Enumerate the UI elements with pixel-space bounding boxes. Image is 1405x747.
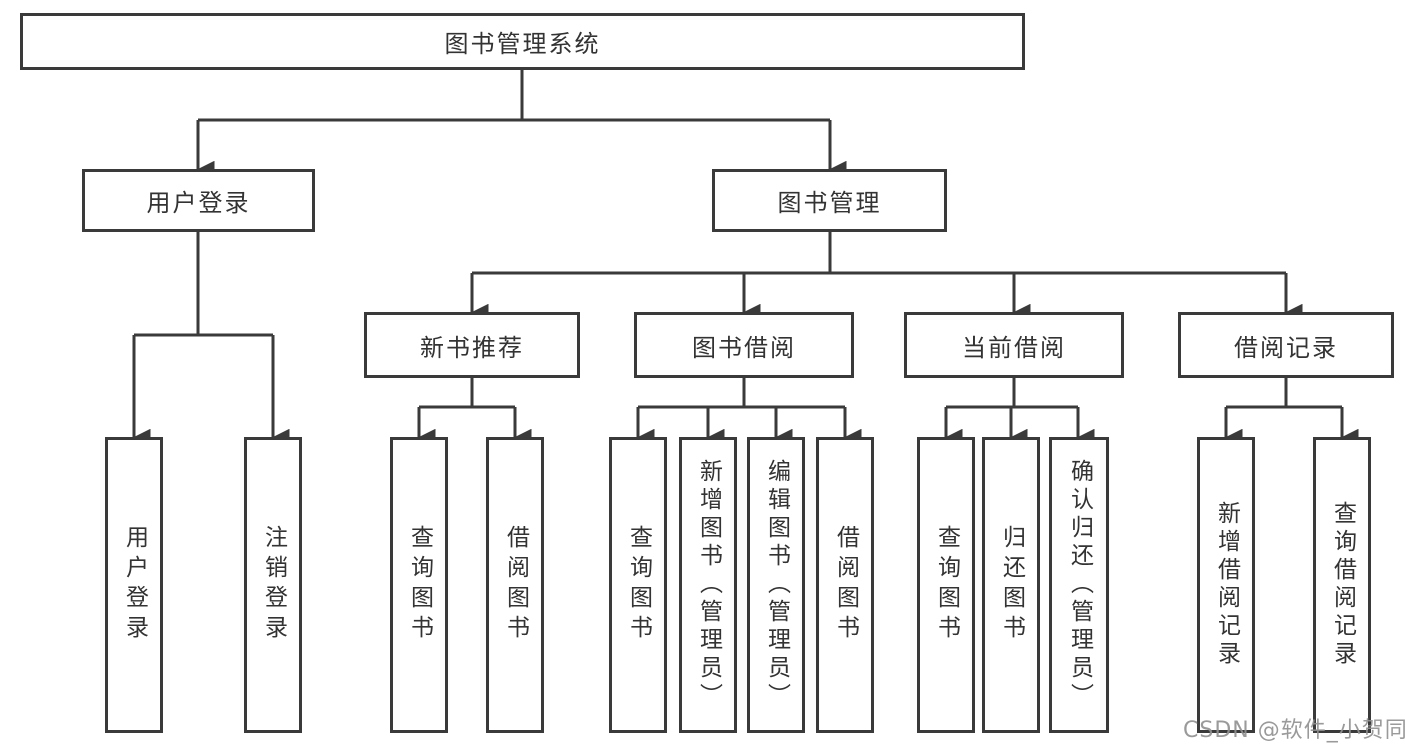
node-root-label: 图书管理系统 xyxy=(444,30,601,58)
leaf-user-login-label: 用户登录 xyxy=(121,525,148,645)
leaf-query-book-2: 查询图书 xyxy=(609,437,667,733)
leaf-add-borrow-record-label: 新增借阅记录 xyxy=(1213,501,1240,669)
leaf-add-borrow-record: 新增借阅记录 xyxy=(1197,437,1255,733)
node-root: 图书管理系统 xyxy=(20,13,1025,70)
leaf-user-login: 用户登录 xyxy=(105,437,163,733)
leaf-borrow-book-2-label: 借阅图书 xyxy=(832,525,859,645)
leaf-borrow-book-2: 借阅图书 xyxy=(816,437,874,733)
leaf-query-borrow-record-label: 查询借阅记录 xyxy=(1329,501,1356,669)
node-borrow-record-label: 借阅记录 xyxy=(1234,333,1338,362)
node-new-book-recommend: 新书推荐 xyxy=(364,312,580,378)
node-current-borrow: 当前借阅 xyxy=(904,312,1124,378)
leaf-borrow-book-1: 借阅图书 xyxy=(486,437,544,733)
leaf-query-book-1-label: 查询图书 xyxy=(406,525,433,645)
node-borrow-record: 借阅记录 xyxy=(1178,312,1394,378)
node-user-login: 用户登录 xyxy=(82,169,315,232)
leaf-query-book-3-label: 查询图书 xyxy=(933,525,960,645)
node-new-book-recommend-label: 新书推荐 xyxy=(420,333,524,362)
leaf-logout: 注销登录 xyxy=(244,437,302,733)
leaf-query-book-3: 查询图书 xyxy=(917,437,975,733)
leaf-query-book-1: 查询图书 xyxy=(390,437,448,733)
leaf-add-book-admin-label: 新增图书（管理员） xyxy=(695,459,722,711)
leaf-edit-book-admin: 编辑图书（管理员） xyxy=(747,437,805,733)
leaf-add-book-admin: 新增图书（管理员） xyxy=(679,437,737,733)
leaf-edit-book-admin-label: 编辑图书（管理员） xyxy=(763,459,790,711)
node-user-login-label: 用户登录 xyxy=(146,189,251,217)
node-book-borrow-label: 图书借阅 xyxy=(692,333,796,362)
watermark: CSDN @软件_小贺同学 xyxy=(1183,718,1405,743)
leaf-query-book-2-label: 查询图书 xyxy=(625,525,652,645)
leaf-logout-label: 注销登录 xyxy=(260,525,287,645)
leaf-query-borrow-record: 查询借阅记录 xyxy=(1313,437,1371,733)
leaf-borrow-book-1-label: 借阅图书 xyxy=(502,525,529,645)
node-book-mgmt-label: 图书管理 xyxy=(777,189,882,217)
leaf-confirm-return-admin-label: 确认归还（管理员） xyxy=(1066,459,1093,711)
node-book-borrow: 图书借阅 xyxy=(634,312,854,378)
node-current-borrow-label: 当前借阅 xyxy=(962,333,1066,362)
leaf-return-book-label: 归还图书 xyxy=(998,525,1025,645)
leaf-return-book: 归还图书 xyxy=(982,437,1040,733)
node-book-mgmt: 图书管理 xyxy=(712,169,947,232)
leaf-confirm-return-admin: 确认归还（管理员） xyxy=(1049,437,1109,733)
